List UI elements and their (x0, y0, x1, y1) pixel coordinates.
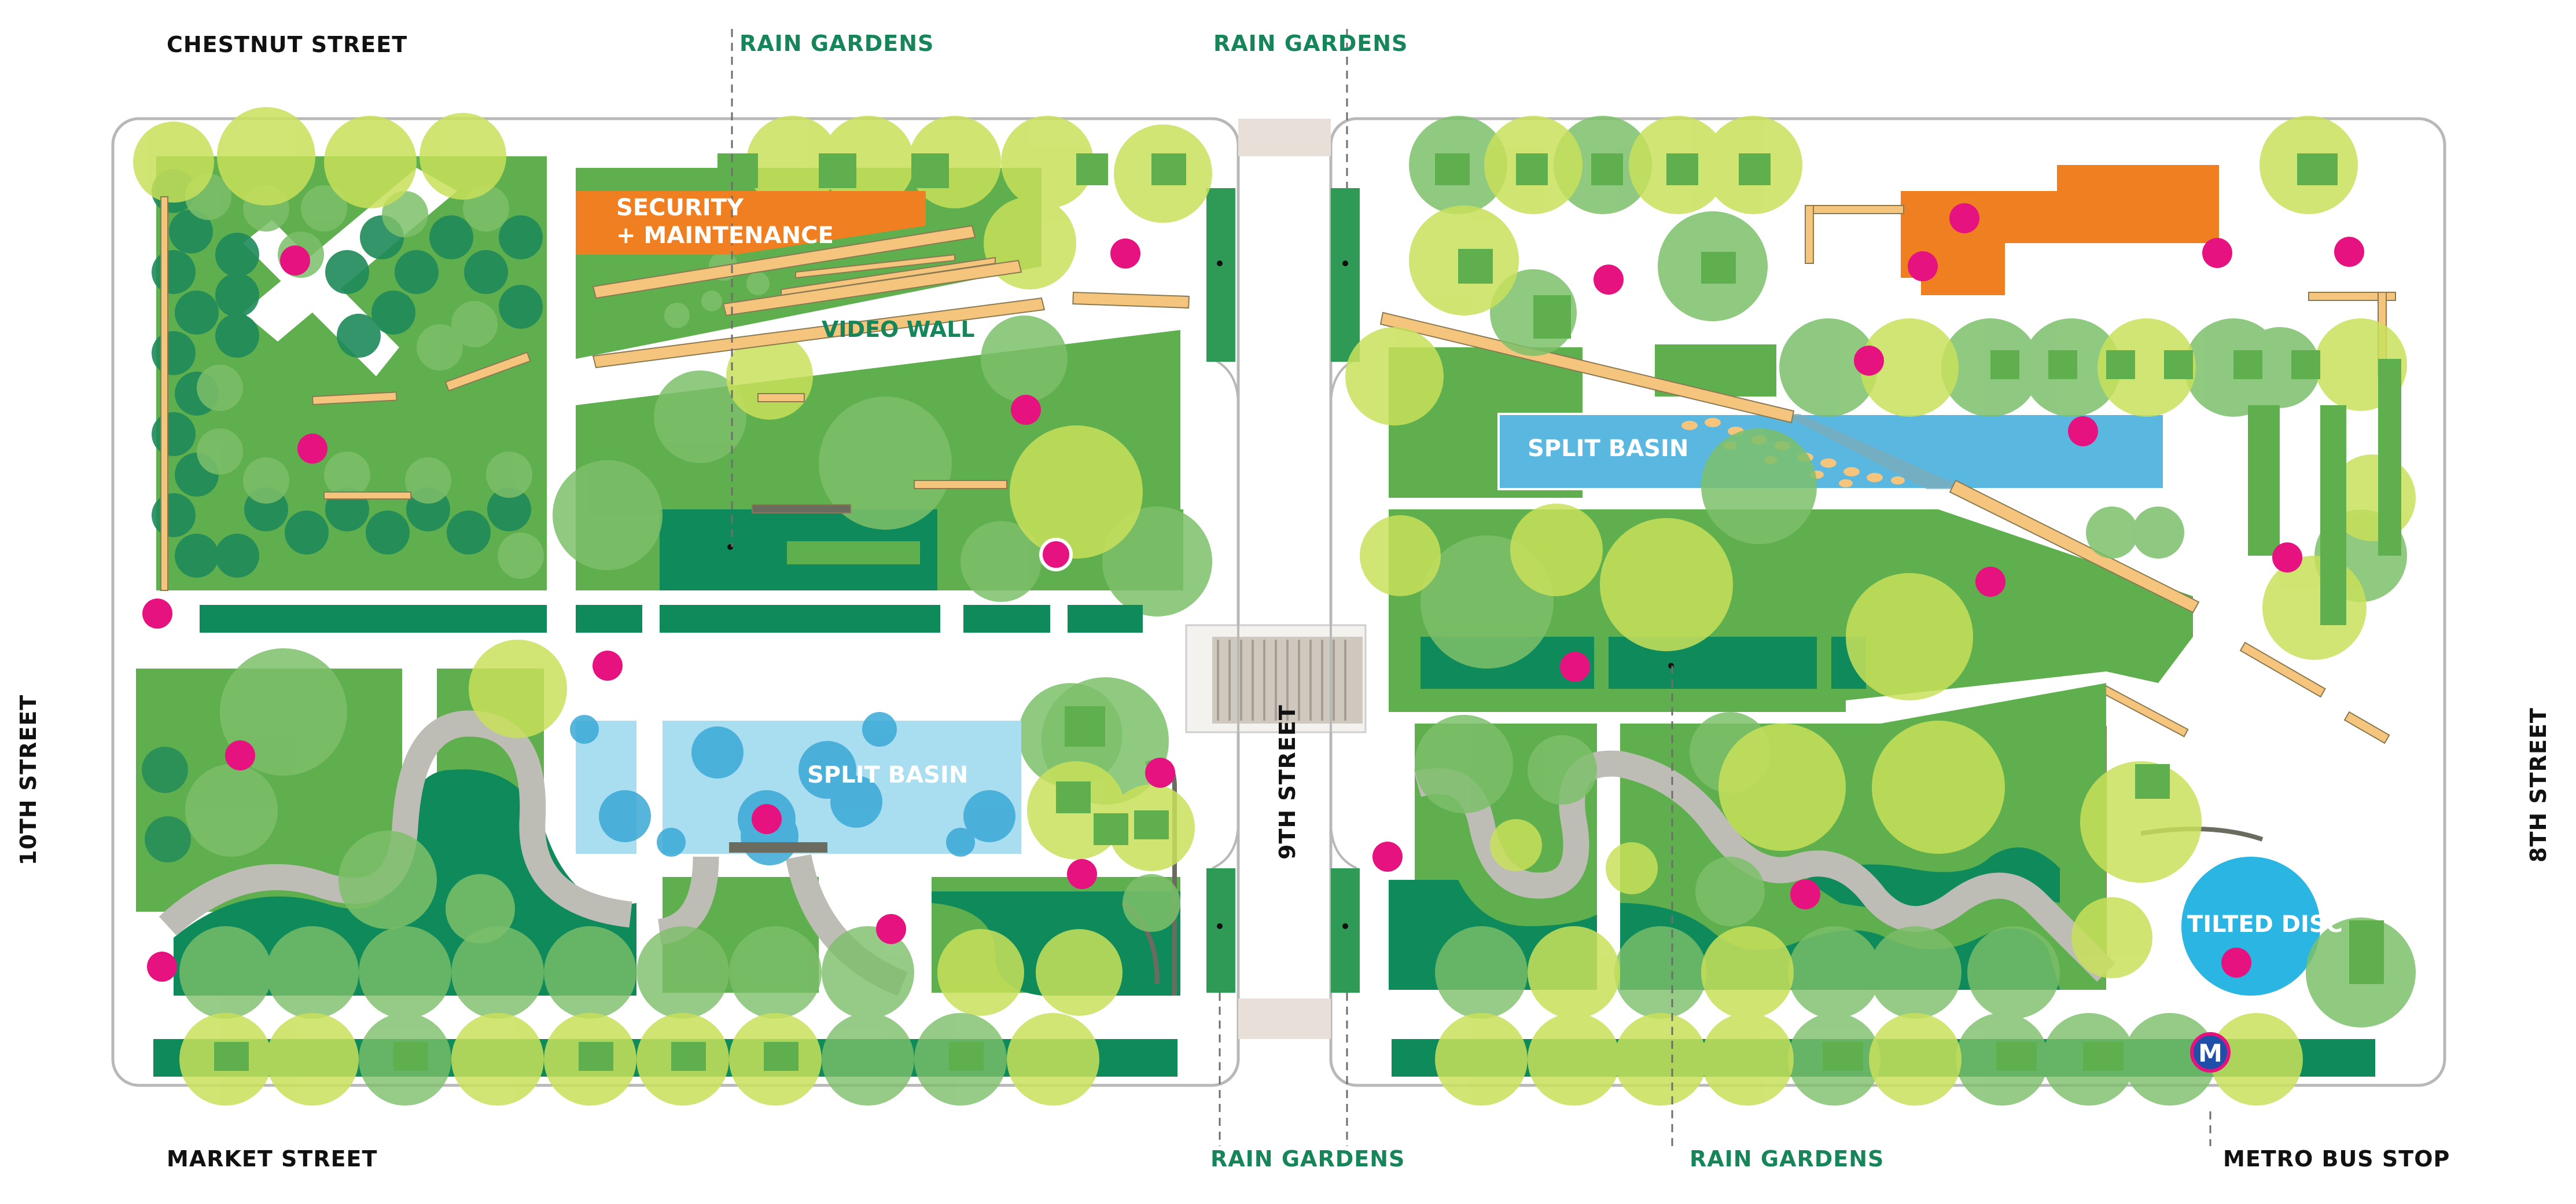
tilted-disc (2177, 853, 2324, 1000)
kaldis-building (1901, 165, 2219, 295)
label-video-wall: VIDEO WALL (822, 317, 975, 342)
label-security: SECURITY (616, 194, 744, 221)
metro-logo-letter: M (2198, 1039, 2222, 1067)
split-basin-east (1497, 413, 2165, 490)
label-metro-bus-stop: METRO BUS STOP (2223, 1146, 2450, 1172)
east-trees-north (1345, 116, 2416, 700)
nw-benches (160, 196, 531, 591)
label-rain-gardens-bottom-1: RAIN GARDENS (1210, 1146, 1405, 1172)
label-chestnut-street: CHESTNUT STREET (167, 32, 407, 57)
label-9th-street: 9TH STREET (1275, 704, 1300, 860)
label-rain-gardens-top-2: RAIN GARDENS (1213, 31, 1408, 56)
ninth-street-plaza (1185, 119, 1367, 1039)
activity-markers (142, 203, 2364, 982)
sw-trees (142, 640, 1195, 1016)
label-rain-gardens-bottom-2: RAIN GARDENS (1690, 1146, 1884, 1172)
label-rain-gardens-top-1: RAIN GARDENS (739, 31, 934, 56)
nc-benches (592, 225, 1190, 513)
label-maintenance: + MAINTENANCE (616, 222, 834, 249)
label-10th-street: 10TH STREET (16, 695, 41, 865)
rain-garden-strips (1206, 188, 1360, 993)
nw-tree-grove (133, 107, 544, 579)
label-8th-street: 8TH STREET (2526, 707, 2551, 862)
label-split-basin-west: SPLIT BASIN (807, 762, 968, 788)
label-kaldis: KALDI'S (2048, 240, 2151, 266)
label-market-street: MARKET STREET (167, 1146, 377, 1172)
split-basin-west (570, 712, 1021, 865)
security-maintenance-building (576, 191, 926, 255)
metro-bus-stop-icon: M (2190, 1032, 2231, 1073)
rain-garden-leader-lines (731, 29, 2211, 1146)
hedge-strip-north (200, 605, 1143, 633)
label-split-basin-east: SPLIT BASIN (1528, 435, 1688, 462)
label-tilted-disc: TILTED DISC (2187, 911, 2343, 938)
east-trees-south (1415, 712, 2416, 1027)
market-tree-row-east (1392, 926, 2375, 1106)
market-tree-row-west (153, 926, 1177, 1106)
drain-points (727, 260, 1674, 929)
